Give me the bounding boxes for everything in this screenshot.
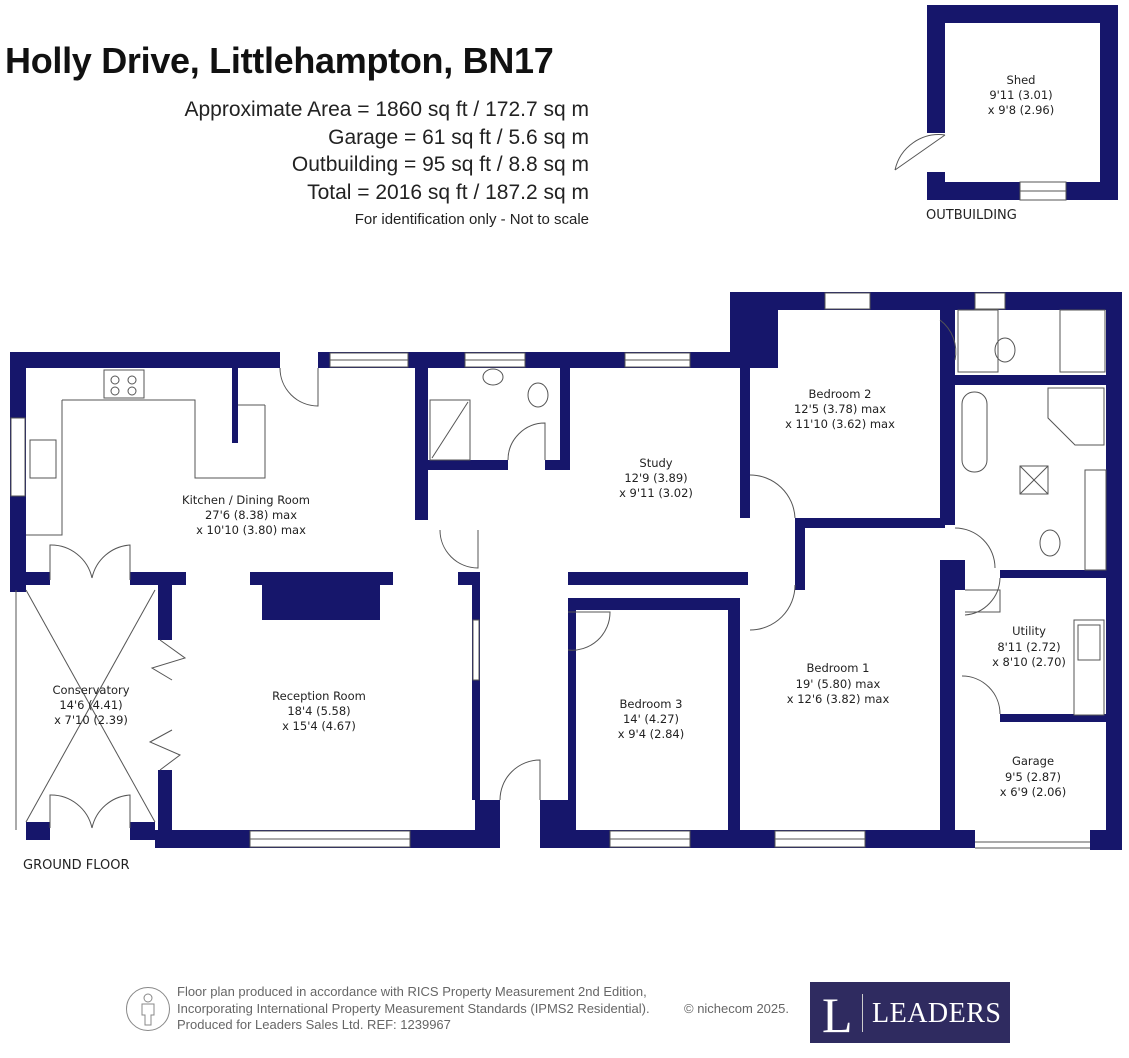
room-bedroom-1: Bedroom 1 19' (5.80) max x 12'6 (3.82) m…: [787, 661, 890, 706]
room-garage: Garage 9'5 (2.87) x 6'9 (2.06): [1000, 754, 1067, 799]
svg-text:x 15'4 (4.67): x 15'4 (4.67): [282, 719, 356, 733]
shed-name: Shed: [1007, 73, 1036, 87]
svg-text:x 6'9 (2.06): x 6'9 (2.06): [1000, 785, 1067, 799]
outbuilding-label: OUTBUILDING: [926, 208, 1017, 223]
svg-text:Bedroom 3: Bedroom 3: [620, 697, 683, 711]
room-labels: Kitchen / Dining Room 27'6 (8.38) max x …: [23, 387, 1066, 873]
svg-text:x 10'10 (3.80) max: x 10'10 (3.80) max: [196, 523, 306, 537]
footer-line: Floor plan produced in accordance with R…: [177, 984, 647, 999]
outbuilding-area: Outbuilding = 95 sq ft / 8.8 sq m: [291, 153, 589, 176]
svg-text:x 8'10 (2.70): x 8'10 (2.70): [992, 655, 1066, 669]
svg-text:14' (4.27): 14' (4.27): [623, 712, 679, 726]
total-area: Total = 2016 sq ft / 187.2 sq m: [307, 180, 589, 204]
property-title: Holly Drive, Littlehampton, BN17: [5, 40, 554, 81]
outbuilding-plan: Shed 9'11 (3.01) x 9'8 (2.96) OUTBUILDIN…: [894, 5, 1118, 223]
svg-text:8'11 (2.72): 8'11 (2.72): [997, 640, 1060, 654]
scale-note: For identification only - Not to scale: [354, 211, 589, 228]
leaders-logo: L LEADERS: [810, 982, 1010, 1043]
copyright: © nichecom 2025.: [684, 1001, 789, 1016]
svg-text:Garage: Garage: [1012, 754, 1054, 768]
room-conservatory: Conservatory 14'6 (4.41) x 7'10 (2.39): [52, 683, 129, 727]
svg-text:9'5 (2.87): 9'5 (2.87): [1005, 770, 1061, 784]
svg-text:Bedroom 1: Bedroom 1: [807, 661, 870, 675]
room-bedroom-3: Bedroom 3 14' (4.27) x 9'4 (2.84): [618, 697, 685, 741]
svg-text:12'9 (3.89): 12'9 (3.89): [624, 471, 687, 485]
approx-area: Approximate Area = 1860 sq ft / 172.7 sq…: [184, 98, 590, 121]
garage-area: Garage = 61 sq ft / 5.6 sq m: [328, 125, 589, 149]
logo-letter: L: [822, 987, 853, 1043]
svg-text:Bedroom 2: Bedroom 2: [809, 387, 872, 401]
room-reception: Reception Room 18'4 (5.58) x 15'4 (4.67): [272, 689, 366, 733]
svg-text:Conservatory: Conservatory: [52, 683, 129, 697]
logo-name: LEADERS: [872, 998, 1002, 1029]
shed-dim1: 9'11 (3.01): [989, 88, 1052, 102]
logo-divider: [862, 994, 863, 1032]
svg-text:12'5 (3.78) max: 12'5 (3.78) max: [794, 402, 886, 416]
room-kitchen: Kitchen / Dining Room 27'6 (8.38) max x …: [182, 493, 310, 537]
svg-text:x 7'10 (2.39): x 7'10 (2.39): [54, 713, 128, 727]
svg-text:Utility: Utility: [1012, 624, 1046, 638]
ground-floor-label: GROUND FLOOR: [23, 858, 129, 873]
footer-line: Produced for Leaders Sales Ltd. REF: 123…: [177, 1017, 451, 1032]
room-study: Study 12'9 (3.89) x 9'11 (3.02): [619, 456, 693, 500]
area-summary: Approximate Area = 1860 sq ft / 172.7 sq…: [185, 96, 590, 231]
room-bedroom-2: Bedroom 2 12'5 (3.78) max x 11'10 (3.62)…: [785, 387, 895, 431]
svg-text:19' (5.80) max: 19' (5.80) max: [796, 677, 881, 691]
svg-text:Kitchen / Dining Room: Kitchen / Dining Room: [182, 493, 310, 507]
svg-text:x 9'11 (3.02): x 9'11 (3.02): [619, 486, 693, 500]
svg-text:27'6 (8.38) max: 27'6 (8.38) max: [205, 508, 297, 522]
room-utility: Utility 8'11 (2.72) x 8'10 (2.70): [992, 624, 1066, 669]
svg-text:18'4 (5.58): 18'4 (5.58): [287, 704, 350, 718]
svg-text:Study: Study: [639, 456, 672, 470]
svg-text:x 11'10 (3.62) max: x 11'10 (3.62) max: [785, 417, 895, 431]
person-icon: [126, 987, 170, 1031]
footer-line: Incorporating International Property Mea…: [177, 1000, 650, 1016]
fixtures: [15, 309, 1107, 830]
windows: [10, 292, 1090, 849]
house-walls: [10, 292, 1122, 850]
shed-dim2: x 9'8 (2.96): [988, 103, 1055, 117]
svg-text:x 12'6 (3.82) max: x 12'6 (3.82) max: [787, 692, 890, 706]
svg-text:Reception Room: Reception Room: [272, 689, 366, 703]
footer-disclaimer: Floor plan produced in accordance with R…: [177, 984, 650, 1034]
svg-text:x 9'4 (2.84): x 9'4 (2.84): [618, 727, 685, 741]
svg-text:14'6 (4.41): 14'6 (4.41): [59, 698, 122, 712]
